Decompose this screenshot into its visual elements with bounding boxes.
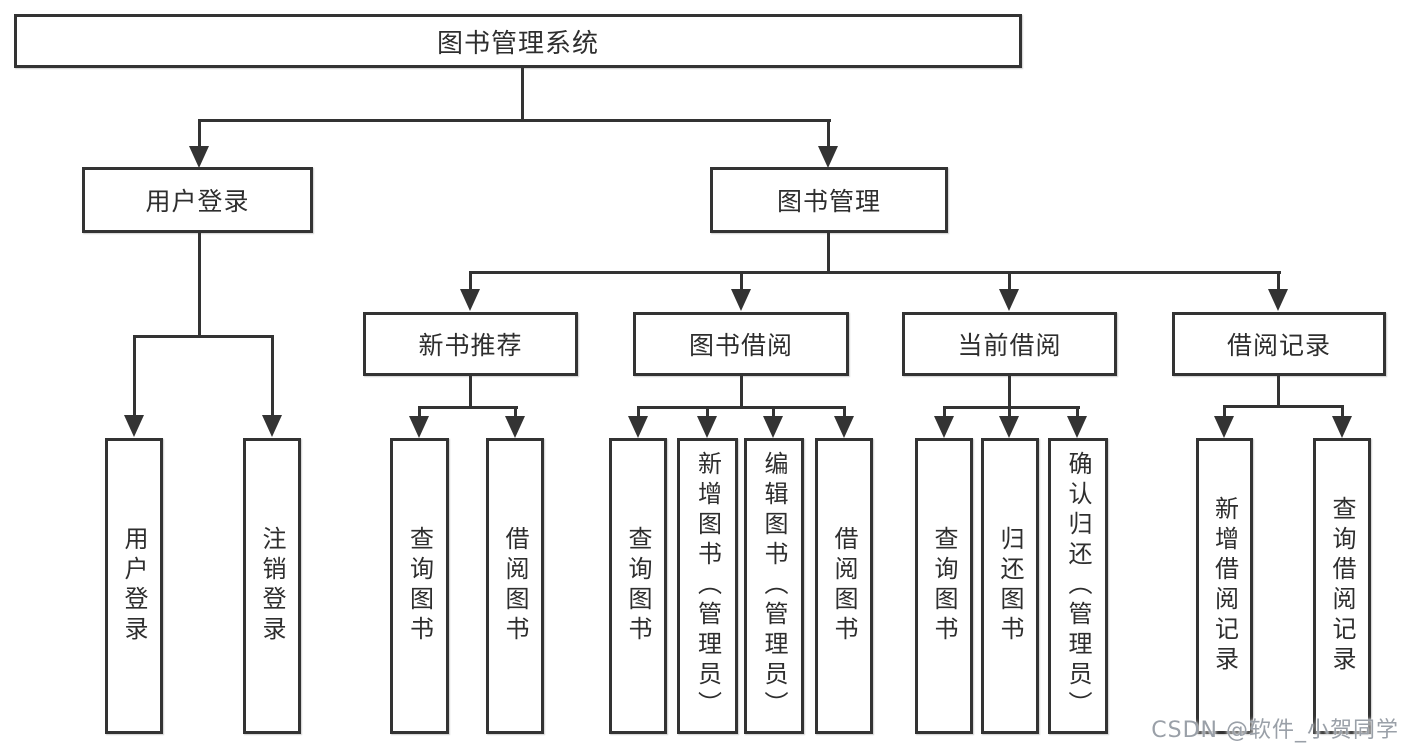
leaf-return-books: 归还图书 xyxy=(981,438,1039,734)
arrowhead-down-icon xyxy=(628,416,648,438)
arrowhead-down-icon xyxy=(731,289,751,311)
arrowhead-down-icon xyxy=(1214,416,1234,438)
leaf-query-books-borrowing-label: 查询图书 xyxy=(624,526,652,646)
csdn-watermark: CSDN @软件_小贺同学 xyxy=(1151,718,1399,743)
leaf-edit-book-admin: 编辑图书（管理员） xyxy=(744,438,804,734)
connector-line xyxy=(198,233,201,337)
connector-line xyxy=(198,119,831,122)
connector-line xyxy=(1277,376,1280,407)
leaf-add-book-admin-label: 新增图书（管理员） xyxy=(693,451,722,721)
arrowhead-down-icon xyxy=(505,416,525,438)
connector-line xyxy=(772,408,775,418)
connector-line xyxy=(827,233,830,273)
leaf-query-books-recommend: 查询图书 xyxy=(390,438,449,734)
connector-line xyxy=(706,408,709,418)
node-user-login: 用户登录 xyxy=(82,167,313,233)
leaf-query-books-current: 查询图书 xyxy=(915,438,973,734)
leaf-borrow-books-label: 借阅图书 xyxy=(830,526,858,646)
arrowhead-down-icon xyxy=(1067,416,1087,438)
leaf-add-borrow-record: 新增借阅记录 xyxy=(1196,438,1253,734)
arrowhead-down-icon xyxy=(1332,416,1352,438)
connector-line xyxy=(1008,376,1011,409)
connector-line xyxy=(418,408,421,418)
connector-line xyxy=(198,120,201,147)
arrowhead-down-icon xyxy=(999,416,1019,438)
node-current-borrowing-label: 当前借阅 xyxy=(957,331,1062,360)
leaf-query-books-borrowing: 查询图书 xyxy=(609,438,667,734)
node-borrowing-records-label: 借阅记录 xyxy=(1226,331,1331,360)
arrowhead-down-icon xyxy=(697,416,717,438)
connector-line xyxy=(1277,272,1280,290)
connector-line xyxy=(469,376,472,409)
arrowhead-down-icon xyxy=(409,416,429,438)
node-new-book-recommend: 新书推荐 xyxy=(363,312,578,376)
leaf-borrow-books: 借阅图书 xyxy=(815,438,873,734)
connector-line xyxy=(418,406,518,409)
arrowhead-down-icon xyxy=(934,416,954,438)
arrowhead-down-icon xyxy=(262,415,282,437)
leaf-add-borrow-record-label: 新增借阅记录 xyxy=(1210,496,1239,676)
leaf-add-book-admin: 新增图书（管理员） xyxy=(677,438,738,734)
leaf-confirm-return-admin-label: 确认归还（管理员） xyxy=(1064,451,1092,721)
connector-line xyxy=(740,272,743,290)
connector-line xyxy=(1008,272,1011,290)
connector-line xyxy=(827,120,830,147)
node-new-book-recommend-label: 新书推荐 xyxy=(418,331,523,360)
connector-line xyxy=(637,408,640,418)
node-current-borrowing: 当前借阅 xyxy=(902,312,1117,376)
arrowhead-down-icon xyxy=(1268,289,1288,311)
node-borrowing-records: 借阅记录 xyxy=(1172,312,1386,376)
leaf-user-login: 用户登录 xyxy=(105,438,163,734)
connector-line xyxy=(1008,408,1011,418)
connector-line xyxy=(521,68,524,121)
arrowhead-down-icon xyxy=(124,415,144,437)
connector-line xyxy=(1341,407,1344,418)
connector-line xyxy=(469,271,1281,274)
arrowhead-down-icon xyxy=(999,289,1019,311)
connector-line xyxy=(637,406,846,409)
connector-line xyxy=(514,408,517,418)
connector-line xyxy=(133,337,136,416)
leaf-query-borrow-record-label: 查询借阅记录 xyxy=(1328,496,1356,676)
leaf-query-books-recommend-label: 查询图书 xyxy=(405,526,434,646)
node-root-system: 图书管理系统 xyxy=(14,14,1022,68)
connector-line xyxy=(271,337,274,416)
arrowhead-down-icon xyxy=(189,146,209,168)
node-book-borrowing: 图书借阅 xyxy=(633,312,849,376)
leaf-query-borrow-record: 查询借阅记录 xyxy=(1313,438,1371,734)
connector-line xyxy=(843,408,846,418)
leaf-user-login-label: 用户登录 xyxy=(120,526,148,646)
arrowhead-down-icon xyxy=(763,416,783,438)
leaf-borrow-books-recommend-label: 借阅图书 xyxy=(501,526,529,646)
arrowhead-down-icon xyxy=(460,289,480,311)
leaf-confirm-return-admin: 确认归还（管理员） xyxy=(1048,438,1108,734)
node-user-login-label: 用户登录 xyxy=(145,187,250,216)
connector-line xyxy=(133,335,274,338)
connector-line xyxy=(1223,407,1226,418)
leaf-logout: 注销登录 xyxy=(243,438,301,734)
connector-line xyxy=(1223,405,1344,408)
connector-line xyxy=(943,408,946,418)
arrowhead-down-icon xyxy=(834,416,854,438)
connector-line xyxy=(469,272,472,290)
leaf-edit-book-admin-label: 编辑图书（管理员） xyxy=(760,451,788,721)
leaf-logout-label: 注销登录 xyxy=(258,526,286,646)
node-book-management: 图书管理 xyxy=(710,167,948,233)
leaf-return-books-label: 归还图书 xyxy=(996,526,1024,646)
arrowhead-down-icon xyxy=(818,146,838,168)
connector-line xyxy=(740,376,743,409)
leaf-borrow-books-recommend: 借阅图书 xyxy=(486,438,544,734)
connector-line xyxy=(943,406,1080,409)
leaf-query-books-current-label: 查询图书 xyxy=(930,526,958,646)
node-book-management-label: 图书管理 xyxy=(776,187,881,216)
node-root-label: 图书管理系统 xyxy=(436,28,599,59)
node-book-borrowing-label: 图书借阅 xyxy=(688,331,793,360)
connector-line xyxy=(1076,408,1079,418)
